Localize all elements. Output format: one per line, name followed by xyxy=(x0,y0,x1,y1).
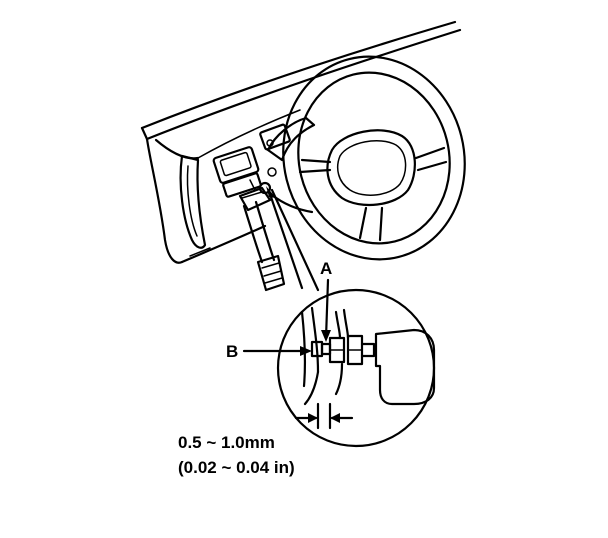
spec-imperial: (0.02 ~ 0.04 in) xyxy=(178,458,295,477)
dashboard xyxy=(140,20,462,264)
steering-wheel xyxy=(282,55,466,261)
brake-pedal xyxy=(238,179,286,292)
label-a: A xyxy=(320,259,332,278)
label-b: B xyxy=(226,342,238,361)
callout-b: B xyxy=(226,342,312,361)
center-controls xyxy=(212,123,291,199)
detail-leader-lines xyxy=(266,186,320,292)
clearance-specification: 0.5 ~ 1.0mm (0.02 ~ 0.04 in) xyxy=(178,433,295,477)
detail-view xyxy=(276,288,436,448)
spec-metric: 0.5 ~ 1.0mm xyxy=(178,433,275,452)
brake-light-switch xyxy=(374,328,436,406)
side-vent xyxy=(179,154,207,249)
callout-a: A xyxy=(320,259,332,342)
